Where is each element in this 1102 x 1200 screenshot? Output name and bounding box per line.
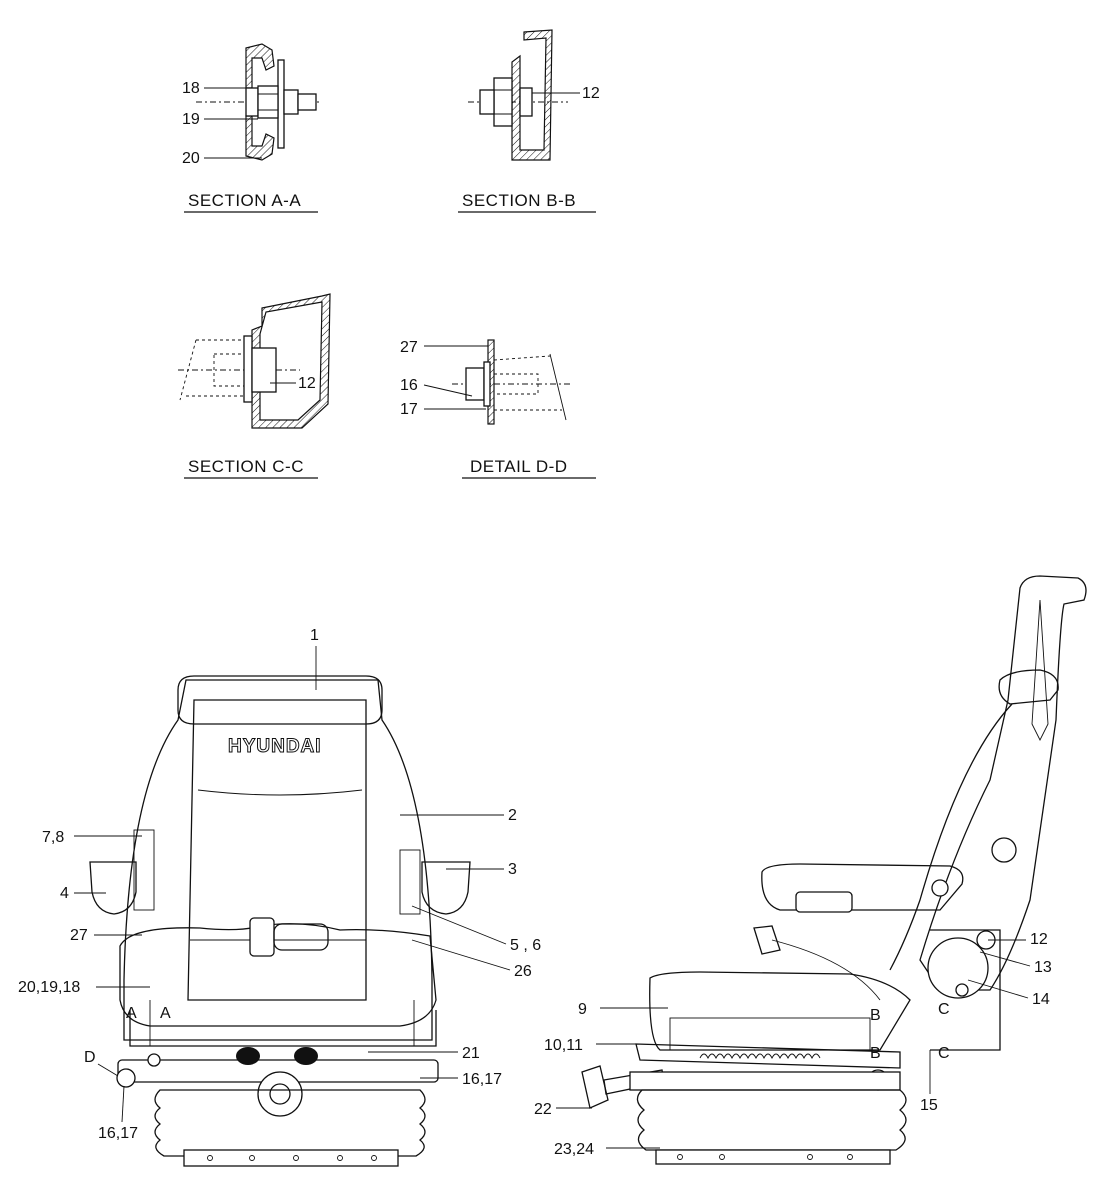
callout-20-19-18: 20,19,18: [18, 979, 80, 996]
section-mark-b-upper: B: [870, 1007, 881, 1024]
callout-20: 20: [182, 150, 200, 167]
callout-3: 3: [508, 861, 517, 878]
section-mark-c-upper: C: [938, 1001, 950, 1018]
callout-4: 4: [60, 885, 69, 902]
callout-2: 2: [508, 807, 517, 824]
section-cc-caption: SECTION C-C: [188, 457, 304, 476]
callout-17-dd: 17: [400, 401, 418, 418]
callout-14: 14: [1032, 991, 1050, 1008]
detail-dd-caption: DETAIL D-D: [470, 457, 568, 476]
section-aa-caption: SECTION A-A: [188, 191, 301, 210]
callout-16-dd: 16: [400, 377, 418, 394]
callout-27-dd: 27: [400, 339, 418, 356]
callout-15: 15: [920, 1097, 938, 1114]
side-view-seat: [581, 575, 1087, 1165]
callout-16-17-right: 16,17: [462, 1071, 502, 1088]
section-bb-caption: SECTION B-B: [462, 191, 576, 210]
callout-5-6: 5 , 6: [510, 937, 541, 954]
side-view-callouts: 12 13 14 9 10,11 15 22 23,24 B B C C: [534, 931, 1052, 1158]
front-view-seat: [89, 675, 471, 1167]
callout-9: 9: [578, 1001, 587, 1018]
section-mark-c-lower: C: [938, 1045, 950, 1062]
callout-23-24: 23,24: [554, 1141, 594, 1158]
section-mark-b-lower: B: [870, 1045, 881, 1062]
brand-logo-text: HYUNDAI: [228, 736, 322, 757]
section-bb-drawing: [468, 29, 568, 161]
section-aa-callouts: 18 19 20: [182, 80, 262, 167]
callout-18: 18: [182, 80, 200, 97]
section-aa-drawing: [196, 43, 322, 161]
callout-7-8: 7,8: [42, 829, 64, 846]
callout-19: 19: [182, 111, 200, 128]
front-view-callouts: 1 2 3 4 7,8 27 5 , 6 26 20,19,18 21 16,1…: [18, 627, 541, 1142]
callout-16-17-left: 16,17: [98, 1125, 138, 1142]
callout-12-bb: 12: [582, 85, 600, 102]
detail-dd-drawing: [452, 339, 572, 425]
callout-10-11: 10,11: [544, 1037, 583, 1054]
callout-12-side: 12: [1030, 931, 1048, 948]
callout-13: 13: [1034, 959, 1052, 976]
section-mark-a-left: A: [126, 1005, 137, 1022]
section-cc-drawing: [178, 293, 331, 429]
callout-27: 27: [70, 927, 88, 944]
callout-12-cc: 12: [298, 375, 316, 392]
callout-21: 21: [462, 1045, 480, 1062]
section-mark-a-right: A: [160, 1005, 171, 1022]
callout-1: 1: [310, 627, 319, 644]
callout-22: 22: [534, 1101, 552, 1118]
detail-mark-d: D: [84, 1049, 96, 1066]
callout-26: 26: [514, 963, 532, 980]
